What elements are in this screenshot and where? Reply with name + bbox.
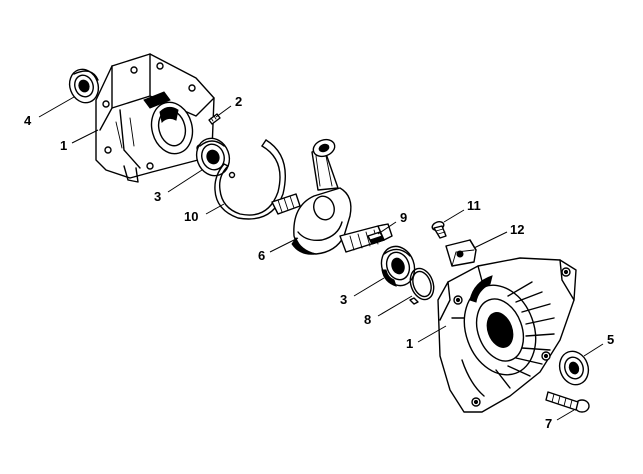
callout-2: 2 — [235, 94, 242, 109]
callout-11: 11 — [467, 198, 481, 213]
callout-labels: 4 1 2 3 10 6 9 11 12 3 8 1 5 7 — [24, 94, 614, 431]
part-ball-bearing-lower — [380, 245, 416, 287]
callout-5: 5 — [607, 332, 614, 347]
callout-6: 6 — [258, 248, 265, 263]
part-screw-small — [431, 221, 447, 239]
part-woodruff-key — [367, 231, 385, 245]
callout-1-left: 1 — [60, 138, 67, 153]
part-crankshaft — [271, 138, 393, 255]
callout-3-lower: 3 — [340, 292, 347, 307]
part-crankcase-right — [437, 257, 577, 413]
part-oil-seal-right — [558, 350, 590, 386]
callout-10: 10 — [184, 209, 198, 224]
part-oil-seal-left — [68, 68, 100, 104]
callout-7: 7 — [545, 416, 552, 431]
part-retaining-ring — [214, 139, 286, 220]
callout-1-right: 1 — [406, 336, 413, 351]
part-ball-bearing-upper — [195, 137, 231, 177]
part-circlip-lower — [409, 267, 435, 305]
callout-9: 9 — [400, 210, 407, 225]
part-clamp-plate — [445, 239, 477, 267]
part-bolt — [545, 391, 590, 413]
leader-lines — [38, 96, 604, 421]
callout-8: 8 — [364, 312, 371, 327]
callout-12: 12 — [510, 222, 524, 237]
callout-4: 4 — [24, 113, 32, 128]
part-crankcase-left — [95, 53, 215, 183]
callout-3-upper: 3 — [154, 189, 161, 204]
